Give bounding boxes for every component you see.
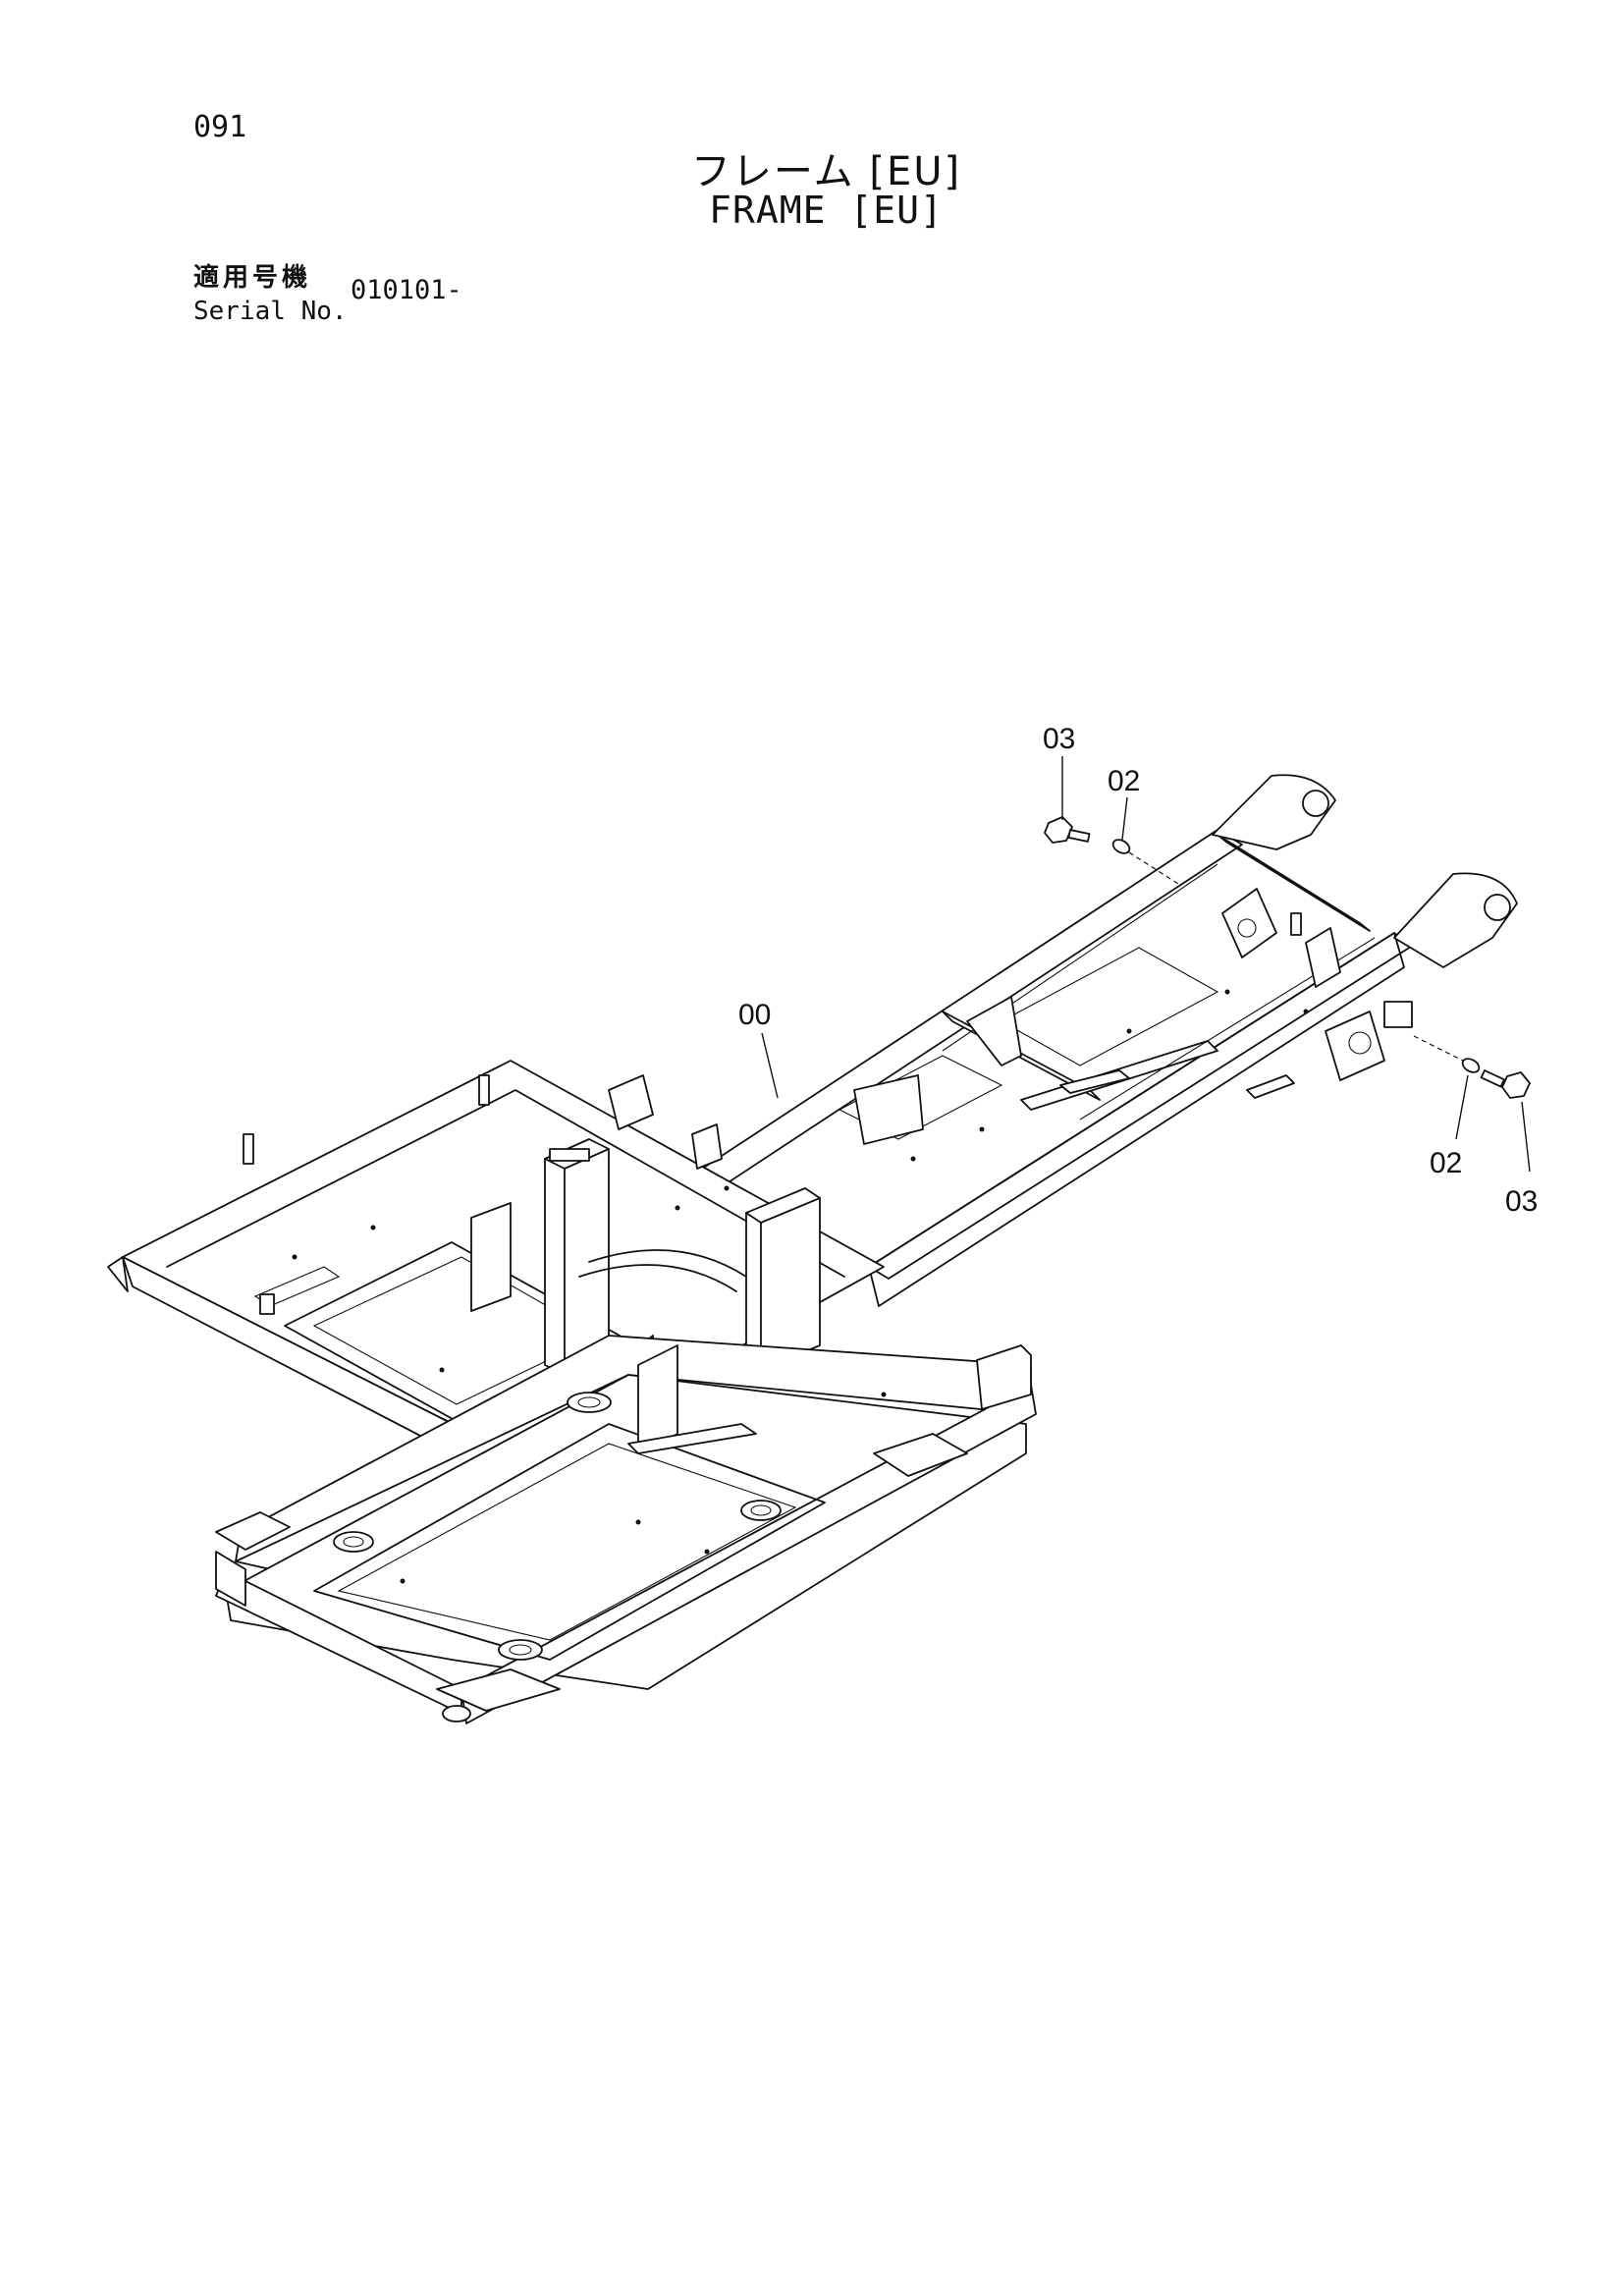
frame-holes	[292, 989, 1309, 1584]
serial-label-japanese: 適用号機	[193, 263, 312, 293]
bolt-upper	[1044, 816, 1091, 844]
title-english: FRAME [EU]	[709, 189, 944, 232]
frame-lower-base	[215, 1335, 1037, 1724]
callout-right-bolt: 03	[1505, 1185, 1538, 1218]
pin-right	[1461, 1058, 1481, 1073]
serial-label-english: Serial No.	[193, 297, 348, 326]
bolt-right	[1480, 1069, 1531, 1099]
callout-right-pin: 02	[1430, 1147, 1462, 1179]
callout-frame: 00	[738, 999, 771, 1031]
pin-upper	[1111, 839, 1131, 854]
page-number: 091	[193, 110, 247, 144]
frame-arm	[686, 774, 1518, 1307]
serial-number-value: 010101-	[351, 275, 462, 305]
callout-top-pin: 02	[1108, 765, 1140, 797]
title-japanese: フレーム [EU]	[690, 149, 962, 194]
callout-top-bolt: 03	[1043, 723, 1075, 755]
